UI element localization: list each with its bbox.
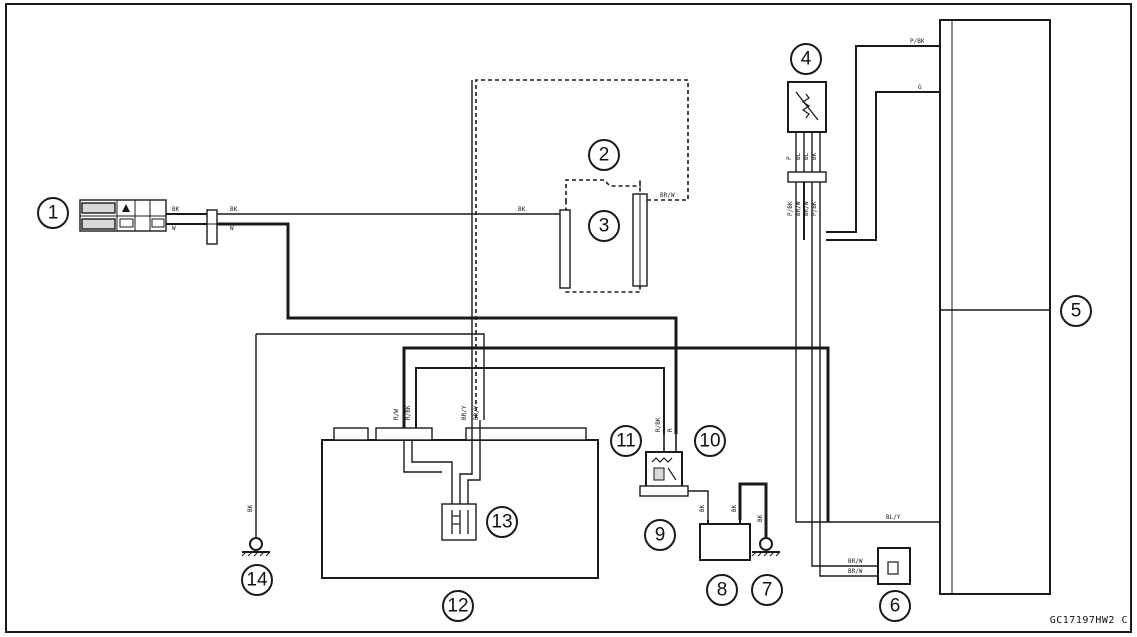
- connector-switch: [206, 209, 218, 245]
- wire-label: R/BK: [405, 405, 412, 420]
- svg-text:9: 9: [655, 525, 666, 546]
- wire-label: BR/W: [660, 192, 675, 199]
- svg-text:10: 10: [699, 431, 720, 452]
- svg-text:4: 4: [801, 49, 812, 70]
- callout-4: 4: [790, 43, 822, 75]
- svg-text:2: 2: [599, 145, 610, 166]
- ground-7-symbol: [751, 537, 781, 557]
- wire-label: BK: [731, 504, 738, 512]
- wire-label: BR/Y: [461, 405, 468, 420]
- callout-13: 13: [486, 506, 518, 538]
- wire-label: P/BK: [910, 38, 925, 45]
- component-8-battery: [699, 520, 751, 561]
- callout-12: 12: [442, 590, 474, 622]
- svg-text:6: 6: [890, 596, 901, 617]
- wire-label: W: [230, 225, 234, 232]
- wire-label: BL: [795, 152, 802, 160]
- callout-2: 2: [588, 139, 620, 171]
- callout-5: 5: [1060, 295, 1092, 327]
- callout-14: 14: [241, 564, 273, 596]
- wire-label: BL: [803, 152, 810, 160]
- component-1-switch: [79, 199, 167, 232]
- wire-label: BK: [518, 206, 526, 213]
- svg-text:12: 12: [447, 596, 468, 617]
- callout-1: 1: [37, 197, 69, 229]
- svg-text:13: 13: [491, 512, 512, 533]
- wire-label: BK: [757, 514, 764, 522]
- wire-label: W: [172, 225, 176, 232]
- wire-label: BR/W: [848, 558, 863, 565]
- wire-label: R/BK: [655, 417, 662, 432]
- component-9-relay: [639, 434, 689, 497]
- svg-text:7: 7: [762, 580, 773, 601]
- wire-label: P: [786, 156, 793, 160]
- callout-3: 3: [588, 210, 620, 242]
- wire-label: BR/W: [803, 201, 810, 216]
- diagram-frame: [5, 3, 1132, 633]
- component-12-unit: [321, 427, 599, 579]
- component-4-relay: [787, 81, 827, 183]
- wire-label: BK: [247, 504, 254, 512]
- wire-label: BR/W: [848, 568, 863, 575]
- callout-9: 9: [644, 519, 676, 551]
- wire-label: R/W: [393, 409, 400, 420]
- wire-label: BL/Y: [886, 514, 901, 521]
- wire-label: BK: [230, 206, 238, 213]
- svg-text:1: 1: [48, 203, 59, 224]
- svg-text:8: 8: [717, 580, 728, 601]
- component-13-switch: [441, 503, 477, 541]
- svg-text:11: 11: [616, 431, 636, 452]
- wire-label: G: [918, 84, 922, 91]
- wire-label: P/BK: [811, 201, 818, 216]
- svg-text:14: 14: [246, 570, 268, 591]
- svg-text:5: 5: [1071, 301, 1082, 322]
- wire-label: BR/Y: [473, 405, 480, 420]
- ground-14-symbol: [241, 537, 271, 557]
- callout-8: 8: [706, 574, 738, 606]
- wire-label: BK: [699, 504, 706, 512]
- svg-text:3: 3: [599, 216, 610, 237]
- wire-label: BR/W: [795, 201, 802, 216]
- component-6-sensor: [877, 547, 911, 585]
- callout-10: 10: [694, 425, 726, 457]
- diagram-code: GC17197HW2 C: [1050, 615, 1128, 626]
- wire-label: BK: [811, 152, 818, 160]
- wire-label: P/BK: [787, 201, 794, 216]
- wire-label: R: [667, 428, 674, 432]
- callout-7: 7: [751, 574, 783, 606]
- wire-label: BK: [172, 206, 180, 213]
- callout-11: 11: [610, 425, 642, 457]
- component-2-housing: [559, 179, 648, 293]
- component-5-ecu: [939, 19, 1051, 595]
- callout-6: 6: [879, 590, 911, 622]
